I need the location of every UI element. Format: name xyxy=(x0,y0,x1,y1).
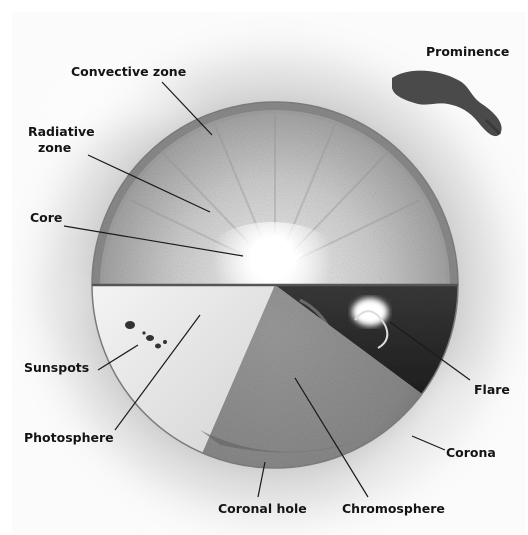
label-coronal-hole: Coronal hole xyxy=(218,501,307,516)
label-convective-zone: Convective zone xyxy=(71,64,186,79)
label-radiative-zone-line1: Radiative xyxy=(28,124,95,139)
label-sunspots: Sunspots xyxy=(24,360,89,375)
label-radiative-zone-line2: zone xyxy=(38,140,71,155)
label-prominence: Prominence xyxy=(426,44,509,59)
label-chromosphere: Chromosphere xyxy=(342,501,445,516)
sun-illustration: Prominence Convective zone Radiative zon… xyxy=(12,12,526,534)
label-core: Core xyxy=(30,210,62,225)
label-photosphere: Photosphere xyxy=(24,430,114,445)
label-corona: Corona xyxy=(446,445,496,460)
label-flare: Flare xyxy=(474,382,510,397)
diagram-frame: Prominence Convective zone Radiative zon… xyxy=(12,12,526,534)
